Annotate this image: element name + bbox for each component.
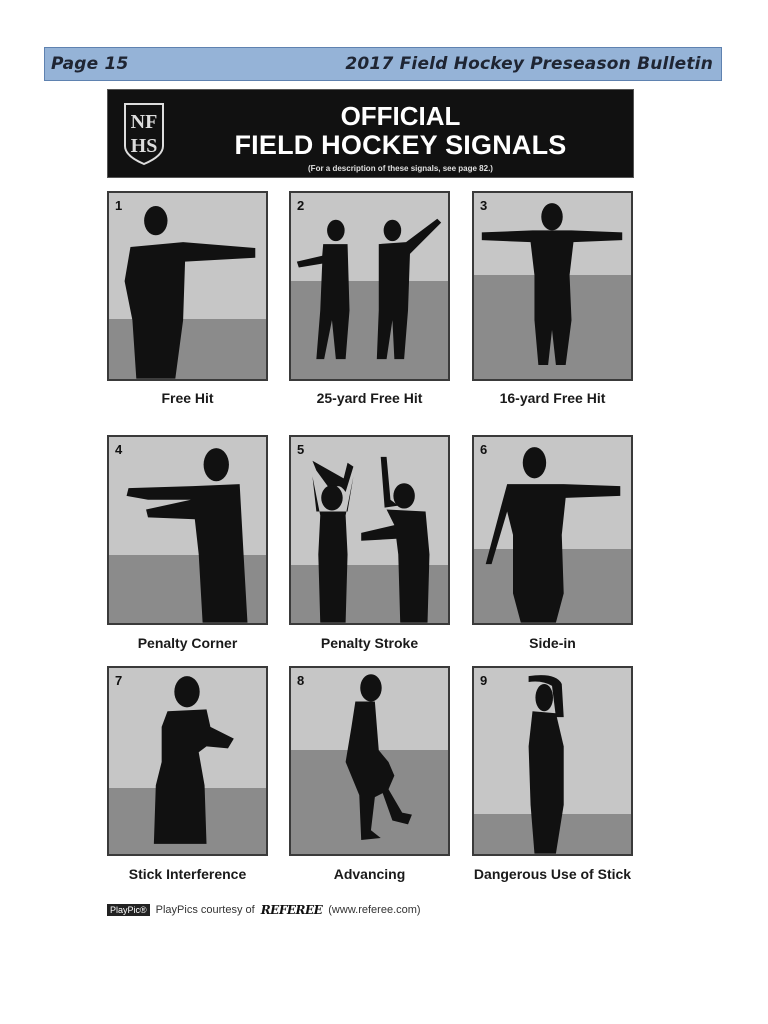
referee-penalty-corner-illustration-icon (126, 448, 248, 623)
nfhs-shield-logo-icon: NF HS (124, 103, 164, 166)
signal-caption: Dangerous Use of Stick (473, 866, 632, 882)
signal-number: 2 (297, 198, 305, 213)
page-header-bar: Page 15 2017 Field Hockey Preseason Bull… (44, 47, 722, 81)
signal-caption: 16-yard Free Hit (499, 390, 606, 406)
signal-caption: Penalty Stroke (320, 635, 419, 651)
signal-caption: Penalty Corner (137, 635, 238, 651)
photo-credit: PlayPic® PlayPics courtesy of REFEREE (w… (107, 903, 421, 917)
banner-title-line1: OFFICIAL (340, 101, 461, 131)
referee-free-hit-illustration-icon (124, 206, 256, 379)
referee-advancing-illustration-icon (345, 674, 412, 840)
signal-panel-6: 6 (472, 435, 633, 625)
referee-side-in-illustration-icon (485, 447, 621, 623)
signal-number: 3 (480, 198, 488, 213)
credit-url: (www.referee.com) (328, 904, 421, 916)
signal-number: 7 (115, 673, 123, 688)
publication-title: 2017 Field Hockey Preseason Bulletin (345, 54, 713, 74)
signal-panel-5: 5 (289, 435, 450, 625)
signal-number: 9 (480, 673, 488, 688)
signal-panel-4: 4 (107, 435, 268, 625)
svg-text:NF: NF (131, 111, 158, 133)
signal-caption: Advancing (333, 866, 406, 882)
signal-number: 8 (297, 673, 305, 688)
referee-16-yard-free-hit-illustration-icon (481, 203, 623, 365)
signal-panel-2: 2 (289, 191, 450, 381)
credit-prefix: PlayPics courtesy of (155, 904, 255, 916)
page-number: Page 15 (51, 54, 129, 74)
signal-caption: Side-in (529, 635, 576, 651)
signal-panel-3: 3 (472, 191, 633, 381)
referee-brand-logo: REFEREE (260, 903, 323, 917)
signal-caption: 25-yard Free Hit (316, 390, 423, 406)
signal-number: 5 (297, 442, 305, 457)
referee-dangerous-use-of-stick-illustration-icon (528, 675, 564, 854)
signal-panel-9: 9 (472, 666, 633, 856)
signal-number: 6 (480, 442, 488, 457)
signal-caption: Free Hit (161, 390, 214, 406)
signal-panel-7: 7 (107, 666, 268, 856)
referee-penalty-stroke-illustration-icon (312, 456, 430, 623)
signal-panel-8: 8 (289, 666, 450, 856)
signal-number: 1 (115, 198, 123, 213)
playpic-badge: PlayPic® (107, 904, 150, 916)
signal-number: 4 (115, 442, 123, 457)
banner-title-line2: FIELD HOCKEY SIGNALS (234, 130, 567, 160)
banner-subtitle: (For a description of these signals, see… (308, 164, 493, 173)
signal-caption: Stick Interference (128, 866, 247, 882)
svg-text:HS: HS (131, 135, 158, 157)
signals-title-banner: NF HS OFFICIAL FIELD HOCKEY SIGNALS (For… (107, 89, 634, 178)
signal-panel-1: 1 (107, 191, 268, 381)
referee-25-yard-free-hit-illustration-icon (296, 218, 442, 360)
referee-stick-interference-illustration-icon (153, 676, 234, 844)
